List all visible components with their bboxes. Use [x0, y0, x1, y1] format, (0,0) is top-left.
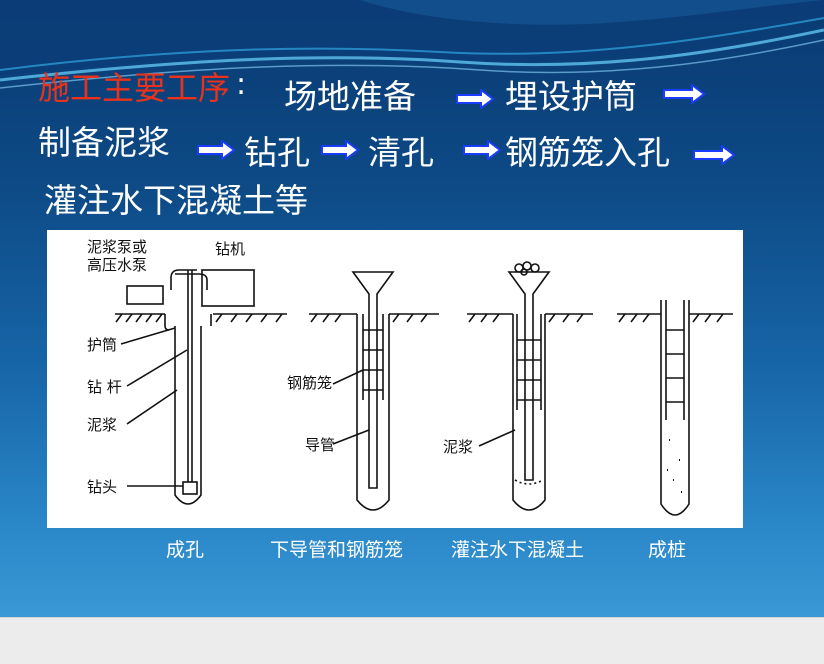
- label-bit: 钻头: [87, 478, 117, 496]
- label-tremie: 导管: [305, 436, 335, 454]
- arrow-right-icon: [456, 89, 495, 109]
- label-rig: 钻机: [215, 240, 245, 258]
- panel-tremie-cage: 钢筋笼 导管: [287, 271, 439, 511]
- step-site-prep: 场地准备: [284, 77, 416, 116]
- step-concrete: 灌注水下混凝土等: [44, 181, 308, 220]
- arrow-right-icon: [463, 140, 502, 160]
- step-drilling: 钻孔: [244, 133, 310, 172]
- caption-pile: 成桩: [648, 539, 687, 561]
- label-pump: 泥浆泵或: [87, 238, 147, 256]
- viewer-bottom-bar: [0, 617, 824, 664]
- heading-colon: :: [236, 67, 247, 102]
- label-cage: 钢筋笼: [287, 374, 332, 392]
- arrow-right-icon: [321, 140, 360, 160]
- label-slurry-1: 泥浆: [87, 416, 117, 434]
- label-slurry-2: 泥浆: [443, 438, 473, 456]
- decorative-waves: [0, 0, 824, 89]
- step-slurry: 制备泥浆: [38, 123, 170, 162]
- step-casing: 埋设护筒: [505, 77, 637, 116]
- arrow-right-icon: [693, 145, 736, 165]
- caption-concrete: 灌注水下混凝土: [451, 539, 585, 561]
- label-casing: 护筒: [87, 336, 117, 354]
- caption-tremie-cage: 下导管和钢筋笼: [270, 539, 404, 561]
- label-rod: 钻 杆: [87, 378, 122, 396]
- bored-pile-process-diagram: 泥浆泵或 高压水泵 钻机 护筒 钻 杆 泥浆 钻头 钢筋笼 导管: [47, 230, 743, 528]
- step-cage-insert: 钢筋笼入孔: [505, 133, 670, 172]
- panel-concrete-pour: 泥浆: [443, 261, 593, 511]
- arrow-right-icon: [663, 84, 706, 104]
- step-cleaning: 清孔: [368, 133, 434, 172]
- panel-finished-pile: [617, 300, 733, 516]
- process-heading: 施工主要工序: [38, 69, 231, 107]
- label-pump2: 高压水泵: [87, 256, 147, 274]
- panel-drilling: 泥浆泵或 高压水泵 钻机 护筒 钻 杆 泥浆 钻头: [87, 238, 287, 505]
- slide: 施工主要工序 : 场地准备 埋设护筒 制备泥浆 钻孔 清孔 钢筋笼入孔 灌注水下…: [0, 0, 824, 617]
- arrow-right-icon: [197, 140, 236, 160]
- caption-drilling: 成孔: [166, 539, 205, 561]
